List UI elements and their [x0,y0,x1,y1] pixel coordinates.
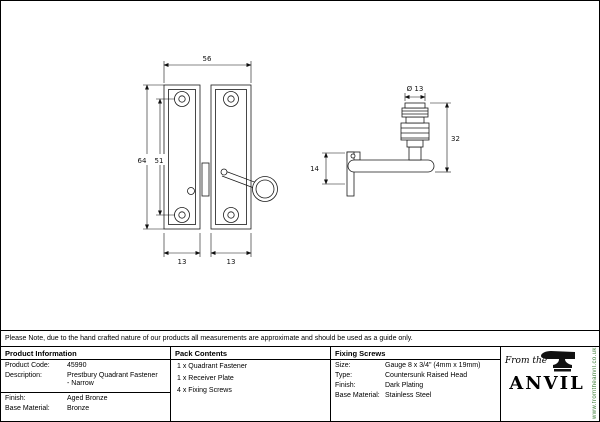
screw-finish-row: Finish: Dark Plating [331,380,500,390]
screw-base-material-row: Base Material: Stainless Steel [331,390,500,400]
technical-drawing: 56 64 51 13 13 [135,55,460,266]
base-material-value: Bronze [67,405,90,412]
product-code-value: 45990 [67,362,87,369]
finish-row: Finish: Aged Bronze [1,393,170,403]
description-value-line2: - Narrow [67,380,94,387]
side-dimensions [322,93,451,185]
description-label: Description: [5,372,42,379]
dim-plate-height: 14 [310,165,319,173]
arm-rod [347,159,435,173]
fixing-screws-header: Fixing Screws [331,347,500,360]
dim-right-plate-width: 13 [227,258,236,266]
note-text: Please Note, due to the hand crafted nat… [5,335,413,342]
product-information-column: Product Information Product Code: 45990 … [1,347,171,421]
dim-knob-diameter: Ø 13 [407,85,424,93]
product-code-label: Product Code: [5,362,50,369]
pack-item: 1 x Receiver Plate [177,375,234,382]
description-value: Prestbury Quadrant Fastener - Narrow [67,372,158,388]
knob-side [400,122,430,141]
brand-website: www.fromtheanvil.co.uk [592,347,598,419]
description-value-line1: Prestbury Quadrant Fastener [67,372,158,379]
screw-size-row: Size: Gauge 8 x 3/4" (4mm x 19mm) [331,360,500,370]
product-information-header: Product Information [1,347,170,360]
fixing-screws-header-label: Fixing Screws [335,349,386,358]
dim-side-height: 32 [451,135,460,143]
screw-type-label: Type: [335,372,353,379]
pack-item: 4 x Fixing Screws [177,387,232,394]
side-view [346,102,435,197]
screw-size-value: Gauge 8 x 3/4" (4mm x 19mm) [385,362,481,369]
front-view [163,84,278,230]
brand-name: ANVIL [509,373,585,394]
dim-front-width: 56 [203,55,212,63]
dim-left-plate-width: 13 [178,258,187,266]
fixing-screws-column: Fixing Screws Size: Gauge 8 x 3/4" (4mm … [331,347,501,421]
product-information-header-label: Product Information [5,349,77,358]
screw-type-row: Type: Countersunk Raised Head [331,370,500,380]
screw-base-material-label: Base Material: [335,392,380,399]
front-dimensions [135,61,252,257]
anvil-icon [537,349,581,375]
product-code-row: Product Code: 45990 [1,360,170,370]
info-table: Product Information Product Code: 45990 … [1,347,599,421]
screw-finish-label: Finish: [335,382,356,389]
finish-value: Aged Bronze [67,395,108,402]
base-material-row: Base Material: Bronze [1,403,170,413]
row-divider [1,392,170,393]
screw-base-material-value: Stainless Steel [385,392,432,399]
base-material-label: Base Material: [5,405,50,412]
screw-type-value: Countersunk Raised Head [385,372,468,379]
dim-front-height-inner: 51 [155,157,164,165]
pack-contents-header: Pack Contents [171,347,330,360]
pack-contents-column: Pack Contents 1 x Quadrant Fastener 1 x … [171,347,331,421]
screw-size-label: Size: [335,362,351,369]
dim-front-height-outer: 64 [138,157,147,165]
screw-finish-value: Dark Plating [385,382,424,389]
brand-logo-area: From the ANVIL www.fromtheanvil.co.uk [501,347,599,421]
pack-item: 1 x Quadrant Fastener [177,363,248,370]
description-row: Description: Prestbury Quadrant Fastener… [1,370,170,388]
pack-contents-header-label: Pack Contents [175,349,228,358]
finish-label: Finish: [5,395,26,402]
logo-script-text: From the [505,356,548,366]
note-bar: Please Note, due to the hand crafted nat… [1,330,599,347]
